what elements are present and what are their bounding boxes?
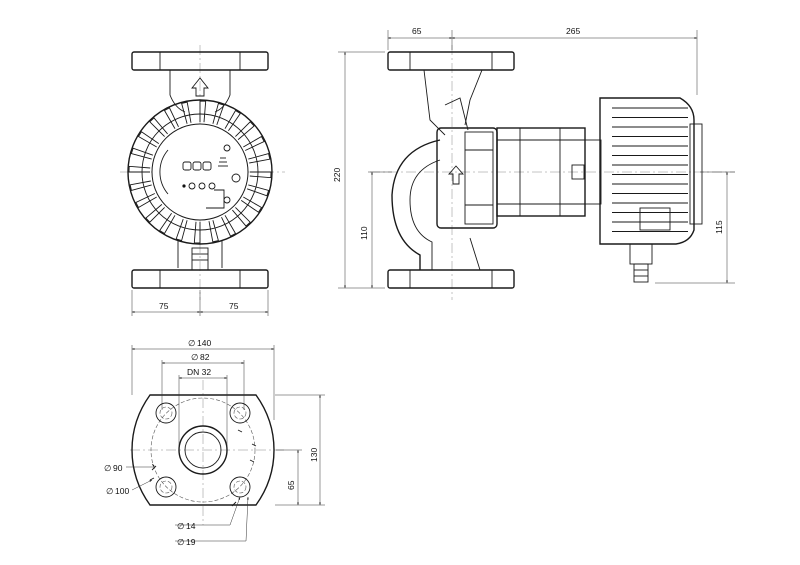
motor-fin: [129, 180, 152, 191]
motor-fin: [175, 218, 188, 242]
motor-fin: [232, 207, 251, 227]
motor-fin: [224, 109, 241, 132]
dim-bolt-circle-large-symbol: ∅: [106, 486, 114, 496]
motor-fin: [128, 165, 151, 173]
dim-front-left: 75: [159, 301, 169, 311]
dim-side-length: 265: [566, 26, 580, 36]
side-motor-fins: [599, 97, 703, 245]
motor-fin: [130, 147, 154, 160]
motor-fin: [246, 184, 270, 197]
motor-fin: [199, 100, 207, 123]
dim-flange-outer: 140: [197, 338, 211, 348]
control-panel: [159, 144, 241, 209]
dim-bolt-hole-small: 14: [186, 521, 196, 531]
dim-side-offset: 65: [412, 26, 422, 36]
motor-fin: [193, 221, 201, 244]
motor-fin: [248, 153, 271, 164]
dim-bolt-circle-small: 90: [113, 463, 123, 473]
dim-motor-axis-height: 115: [714, 220, 724, 234]
dim-flange-bore: 82: [200, 352, 210, 362]
dim-flange-half-height: 65: [286, 480, 296, 490]
motor-fin: [240, 196, 263, 213]
motor-fin: [137, 131, 160, 148]
motor-fin: [221, 215, 237, 237]
motor-fin: [243, 135, 265, 151]
dim-flange-height: 130: [309, 448, 319, 462]
front-view: 75 75: [120, 45, 285, 316]
motor-fin: [135, 193, 157, 209]
motor-fin: [249, 171, 272, 179]
dim-inlet-height: 110: [359, 226, 369, 240]
motor-fin: [208, 220, 219, 243]
dim-nominal-diameter: DN 32: [187, 367, 211, 377]
dim-bolt-hole-large: 19: [186, 537, 196, 547]
motor-fin: [145, 204, 165, 223]
dim-bolt-circle-large: 100: [115, 486, 129, 496]
dim-flange-outer-symbol: ∅: [188, 338, 196, 348]
side-view: 65 265 220 110 115: [332, 26, 735, 300]
motor-fin: [159, 212, 176, 235]
dim-front-right: 75: [229, 301, 239, 311]
motor-fin: [149, 117, 168, 137]
dim-bolt-hole-small-symbol: ∅: [177, 521, 185, 531]
dim-overall-height: 220: [332, 168, 342, 182]
motor-fin: [212, 102, 225, 126]
dim-flange-bore-symbol: ∅: [191, 352, 199, 362]
motor-fins: [127, 99, 273, 245]
dim-bolt-hole-large-symbol: ∅: [177, 537, 185, 547]
dim-bolt-circle-small-symbol: ∅: [104, 463, 112, 473]
motor-fin: [163, 107, 179, 129]
motor-fin: [181, 101, 192, 124]
motor-fin: [235, 121, 255, 140]
flange-view: ∅ 140 ∅ 82 DN 32 ∅ 90 ∅ 100 130 65: [104, 338, 325, 547]
